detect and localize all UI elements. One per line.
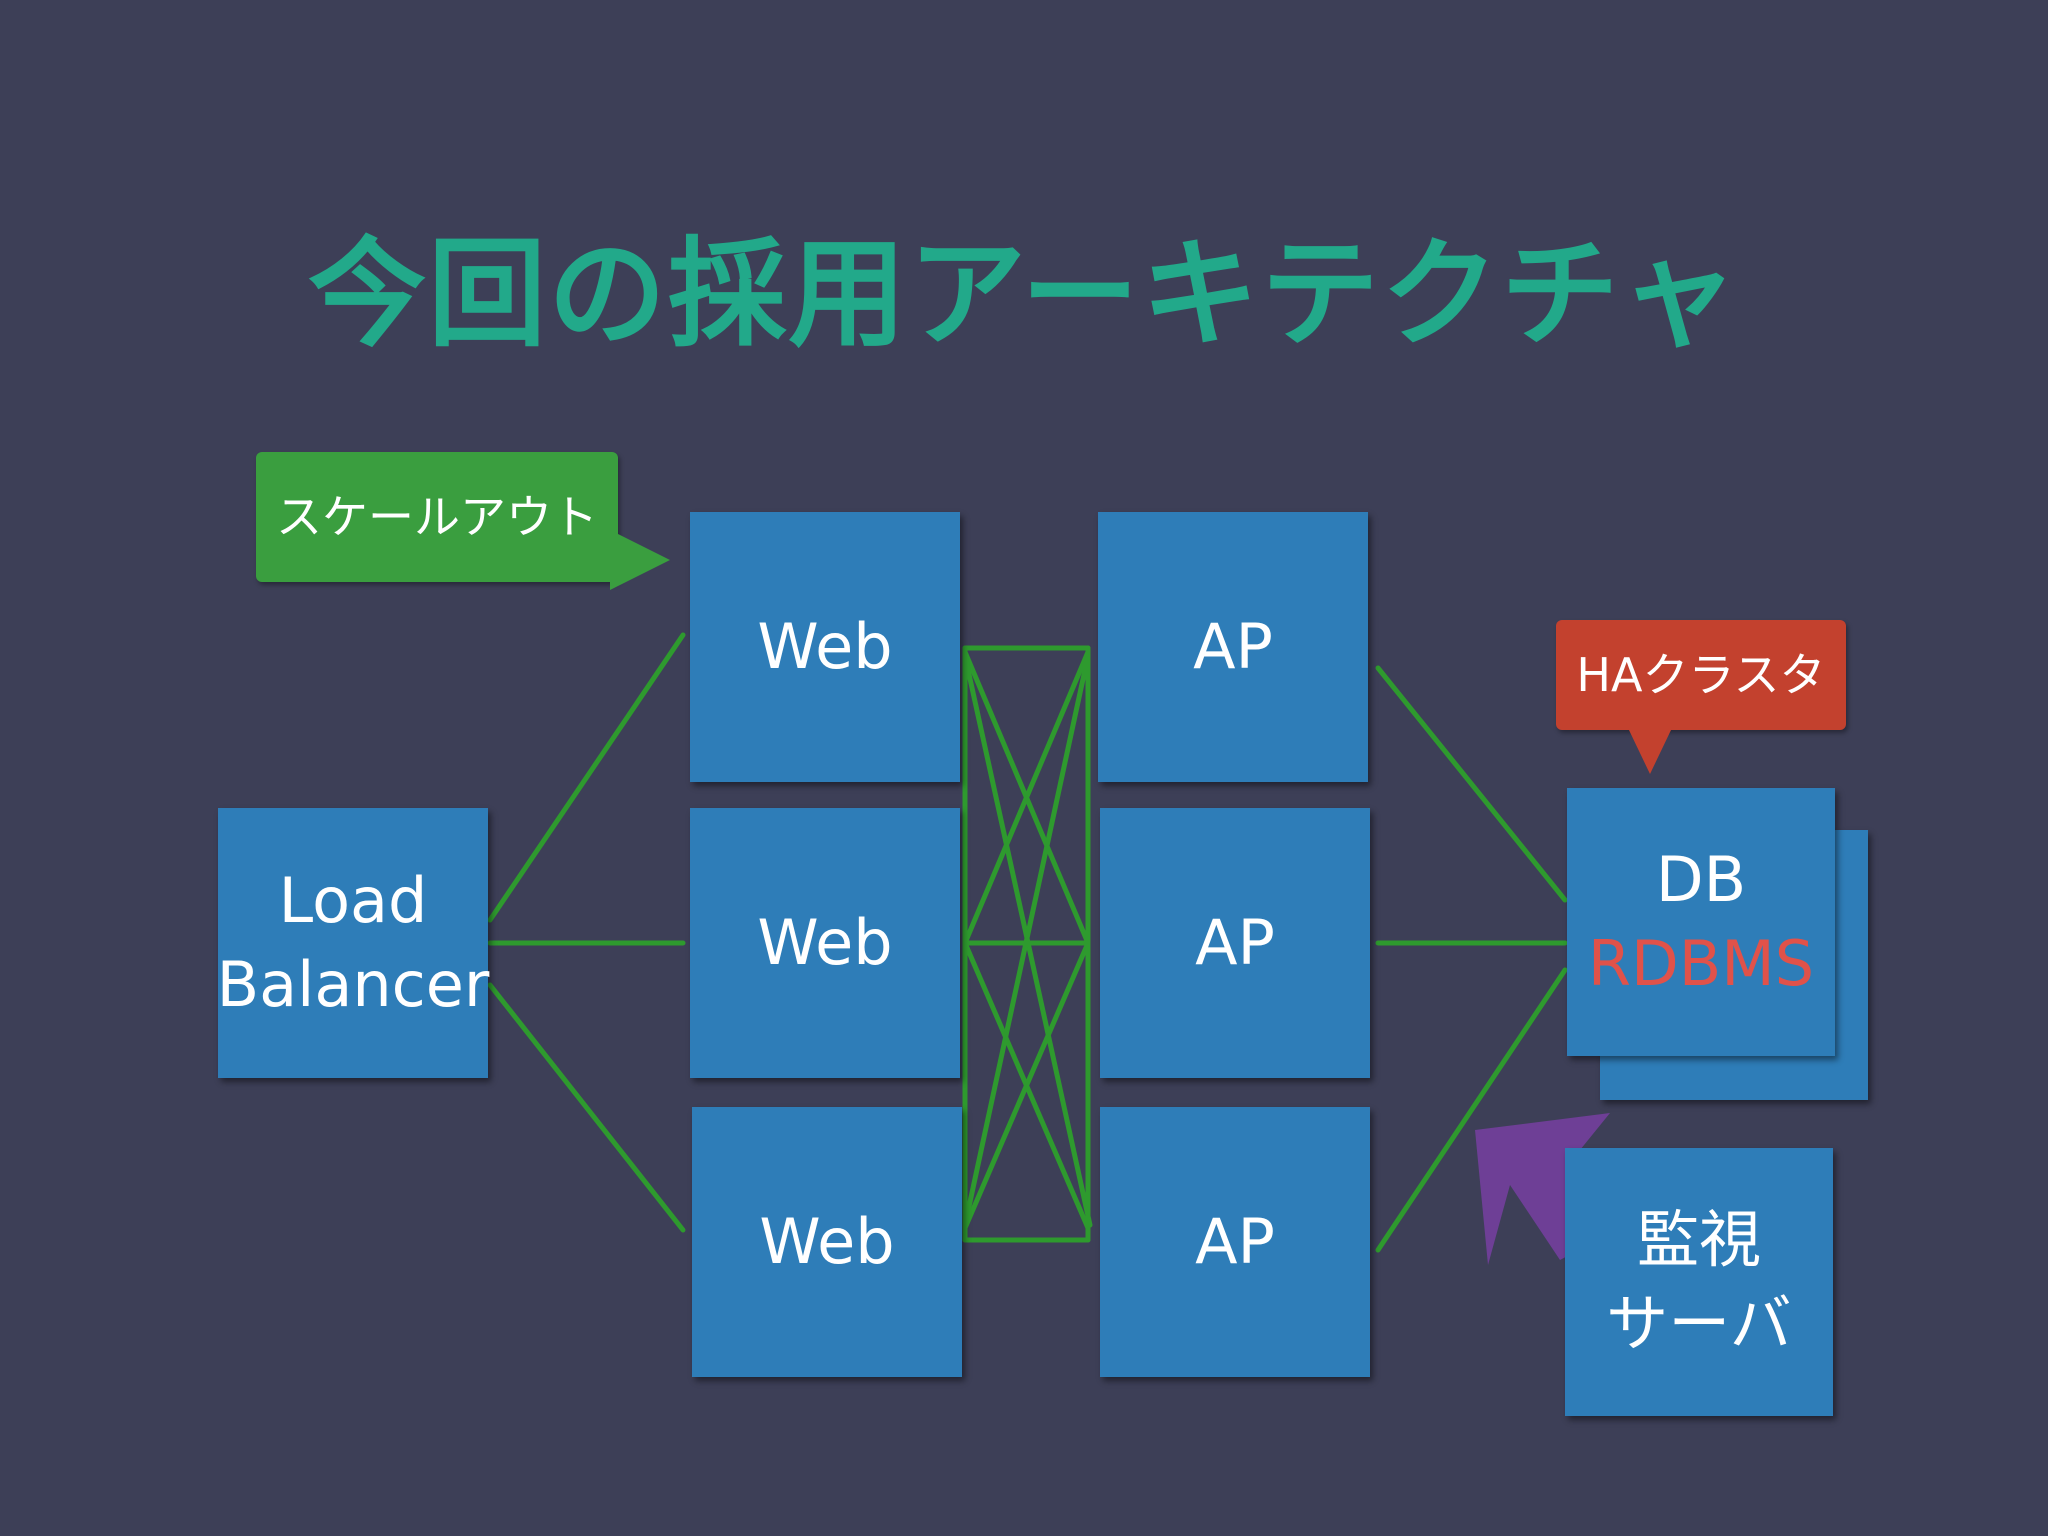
ha-cluster-label: HAクラスタ xyxy=(1576,648,1826,702)
ap-server-label: AP xyxy=(1193,610,1273,684)
lb-web3-line xyxy=(487,982,686,1233)
load-balancer-box: Load Balancer xyxy=(216,808,490,1078)
ap-server-label: AP xyxy=(1195,906,1275,980)
web-server-box-2: Web xyxy=(690,808,960,1078)
web-server-label: Web xyxy=(759,1205,895,1279)
scale-out-label: スケールアウト xyxy=(276,490,598,544)
ha-cluster-callout-tail xyxy=(1628,728,1672,774)
web2-ap1-line xyxy=(962,649,1091,946)
ap-server-label: AP xyxy=(1195,1205,1275,1279)
web-server-box-3: Web xyxy=(692,1107,962,1377)
slide-title: 今回の採用アーキテクチャ xyxy=(308,225,1740,363)
scale-out-callout-tail xyxy=(610,530,670,590)
db-box: DB RDBMS xyxy=(1567,788,1835,1056)
monitor-server-box: 監視 サーバ xyxy=(1565,1148,1833,1416)
ha-cluster-callout: HAクラスタ xyxy=(1556,620,1846,730)
ap-server-box-3: AP xyxy=(1100,1107,1370,1377)
web-server-label: Web xyxy=(757,610,893,684)
ap3-db-line xyxy=(1375,967,1568,1253)
ap-server-box-1: AP xyxy=(1098,512,1368,782)
monitor-label-line2: サーバ xyxy=(1606,1287,1792,1360)
web-server-label: Web xyxy=(757,906,893,980)
rdbms-label: RDBMS xyxy=(1587,927,1815,1000)
lb-web1-line xyxy=(487,632,686,923)
web3-ap2-line xyxy=(962,940,1091,1231)
load-balancer-label-line1: Load xyxy=(278,864,428,938)
scale-out-callout: スケールアウト xyxy=(256,452,618,582)
web-server-box-1: Web xyxy=(690,512,960,782)
ap-server-box-2: AP xyxy=(1100,808,1370,1078)
ap1-db-line xyxy=(1375,665,1568,903)
web3-ap1-line xyxy=(962,653,1091,1228)
load-balancer-label-line2: Balancer xyxy=(216,948,490,1021)
monitor-label-line1: 監視 xyxy=(1636,1203,1761,1277)
db-label: DB xyxy=(1655,843,1747,917)
